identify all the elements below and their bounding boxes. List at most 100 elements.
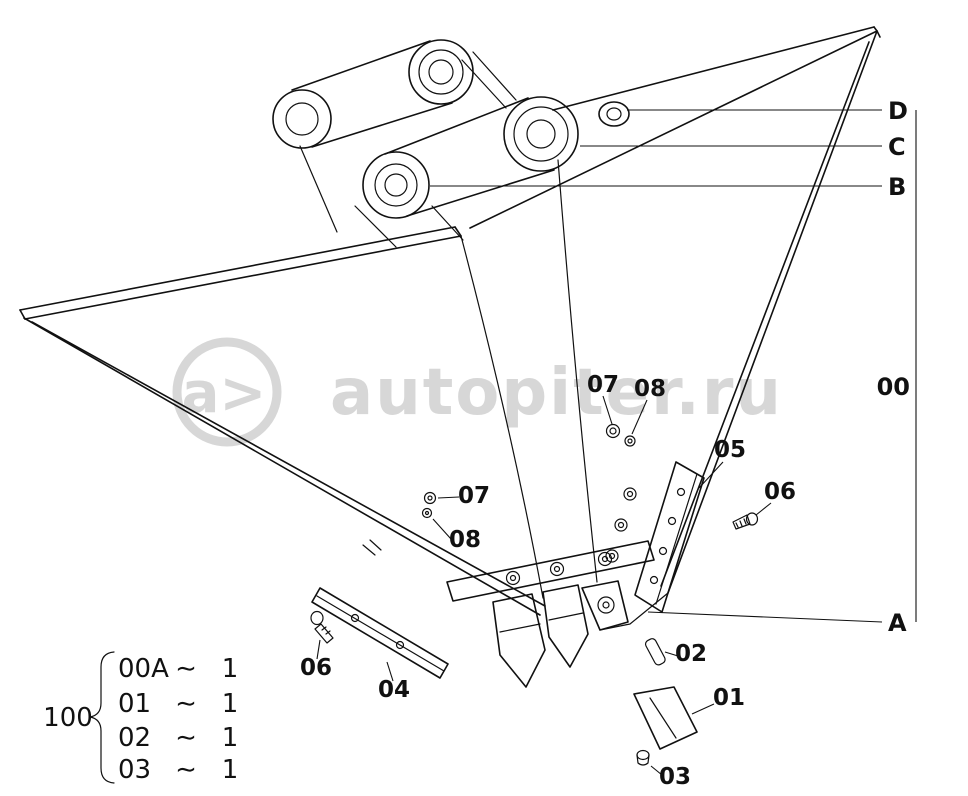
side-bolt (623, 487, 637, 501)
watermark-brand-text: autopiter.ru (330, 356, 783, 430)
parts-list-group-code: 100 (43, 703, 93, 733)
cutting-edge-assembly (446, 540, 655, 688)
tooth-1-band (499, 623, 541, 633)
row-tilde: ∼ (175, 723, 197, 753)
bottom-left-edge-outer (23, 317, 541, 616)
callout-01: 01 (713, 685, 745, 711)
row-tilde: ∼ (175, 755, 197, 785)
nut-03 (636, 749, 650, 766)
lug2-top-edge (384, 97, 529, 155)
leader-07-left (437, 496, 460, 499)
row-code: 00A (118, 654, 169, 684)
side-cutter-05 (634, 461, 705, 613)
watermark-logo-circle (172, 337, 282, 447)
side-ear (581, 580, 629, 631)
leader-05 (698, 461, 724, 489)
right-edge-outer (667, 30, 878, 594)
bracket-leg-3 (431, 205, 464, 241)
callout-06-left: 06 (300, 655, 332, 681)
parts-list-row: 02 ∼ 1 (118, 723, 238, 753)
fold-line-back (557, 159, 598, 583)
washer-08-left (421, 507, 433, 519)
side-bolt (605, 549, 619, 563)
bracket-leg-1 (299, 145, 338, 233)
pin-02 (644, 638, 666, 666)
bottom-left-edge-inner (31, 321, 546, 607)
leader-06-left (316, 639, 321, 660)
leader-07-top (602, 395, 613, 425)
callout-06-right: 06 (764, 479, 796, 505)
parts-list-row: 01 ∼ 1 (118, 689, 238, 719)
row-tilde: ∼ (175, 654, 197, 684)
callout-07-top: 07 (587, 372, 619, 398)
leader-08-top (631, 399, 648, 435)
ref-label-a: A (888, 609, 907, 637)
side-bolt (614, 518, 628, 532)
bracket-leg-2 (354, 205, 397, 248)
side-cutter-04 (311, 539, 449, 679)
row-qty: 1 (222, 689, 239, 719)
callout-08-left: 08 (449, 527, 481, 553)
edge-bolt (505, 570, 521, 586)
blade-top-inner (24, 235, 462, 320)
leader-06-right (755, 502, 772, 516)
mount-tabs (362, 539, 382, 556)
ref-label-c: C (888, 133, 906, 161)
tooth-1 (492, 593, 546, 688)
top-right-edge-back (552, 26, 875, 111)
blade-right-cap (454, 226, 462, 237)
boss-upper-left (272, 89, 332, 149)
leader-a (647, 611, 883, 623)
ref-label-b: B (888, 173, 906, 201)
blade-top-outer (19, 226, 456, 311)
boss-lower (362, 151, 430, 219)
leader-03 (650, 765, 663, 776)
top-right-edge-front (469, 30, 878, 229)
leader-02 (664, 651, 679, 657)
ref-label-d: D (888, 97, 908, 125)
row-code: 02 (118, 723, 151, 753)
row-qty: 1 (222, 654, 239, 684)
screw-06-right (732, 512, 759, 530)
leader-01 (691, 703, 715, 715)
bracket-strap-2 (472, 51, 517, 101)
mounting-bracket (272, 39, 630, 248)
callout-08-top: 08 (634, 376, 666, 402)
row-qty: 1 (222, 723, 239, 753)
lug2-bottom-edge (406, 169, 555, 217)
lug1-bottom-edge (311, 102, 453, 148)
leader-lines (316, 109, 917, 776)
watermark: a> autopiter.ru (172, 337, 783, 447)
boss-main-pin (503, 96, 579, 172)
parts-list-row: 03 ∼ 1 (118, 755, 238, 785)
leader-08-left (432, 518, 452, 540)
nut-07-top (605, 423, 621, 439)
bracket-strap-1 (461, 59, 507, 109)
callout-07-left: 07 (458, 483, 490, 509)
leader-04 (386, 661, 394, 682)
callout-05: 05 (714, 437, 746, 463)
assembly-label-00: 00 (877, 373, 910, 401)
nut-07-left (423, 491, 437, 505)
edge-bolt (549, 561, 565, 577)
right-edge-inner (660, 41, 870, 587)
callout-labels: D C B 00 A 07 08 05 06 07 08 06 04 02 01… (300, 97, 910, 790)
lug1-top-edge (291, 40, 431, 91)
parts-list-row: 00A ∼ 1 (118, 654, 238, 684)
washer-08-top (624, 435, 636, 447)
row-qty: 1 (222, 755, 239, 785)
row-code: 01 (118, 689, 151, 719)
callout-03: 03 (659, 764, 691, 790)
bucket-body (19, 26, 881, 631)
watermark-logo-text: a> (182, 361, 267, 426)
row-tilde: ∼ (175, 689, 197, 719)
tooth-2 (542, 584, 589, 668)
screw-06-left (310, 610, 334, 644)
parts-list-brace (89, 651, 115, 784)
edge-band (446, 540, 655, 602)
callout-04: 04 (378, 677, 410, 703)
callout-02: 02 (675, 641, 707, 667)
right-edge-bottom (599, 592, 669, 631)
row-code: 03 (118, 755, 151, 785)
